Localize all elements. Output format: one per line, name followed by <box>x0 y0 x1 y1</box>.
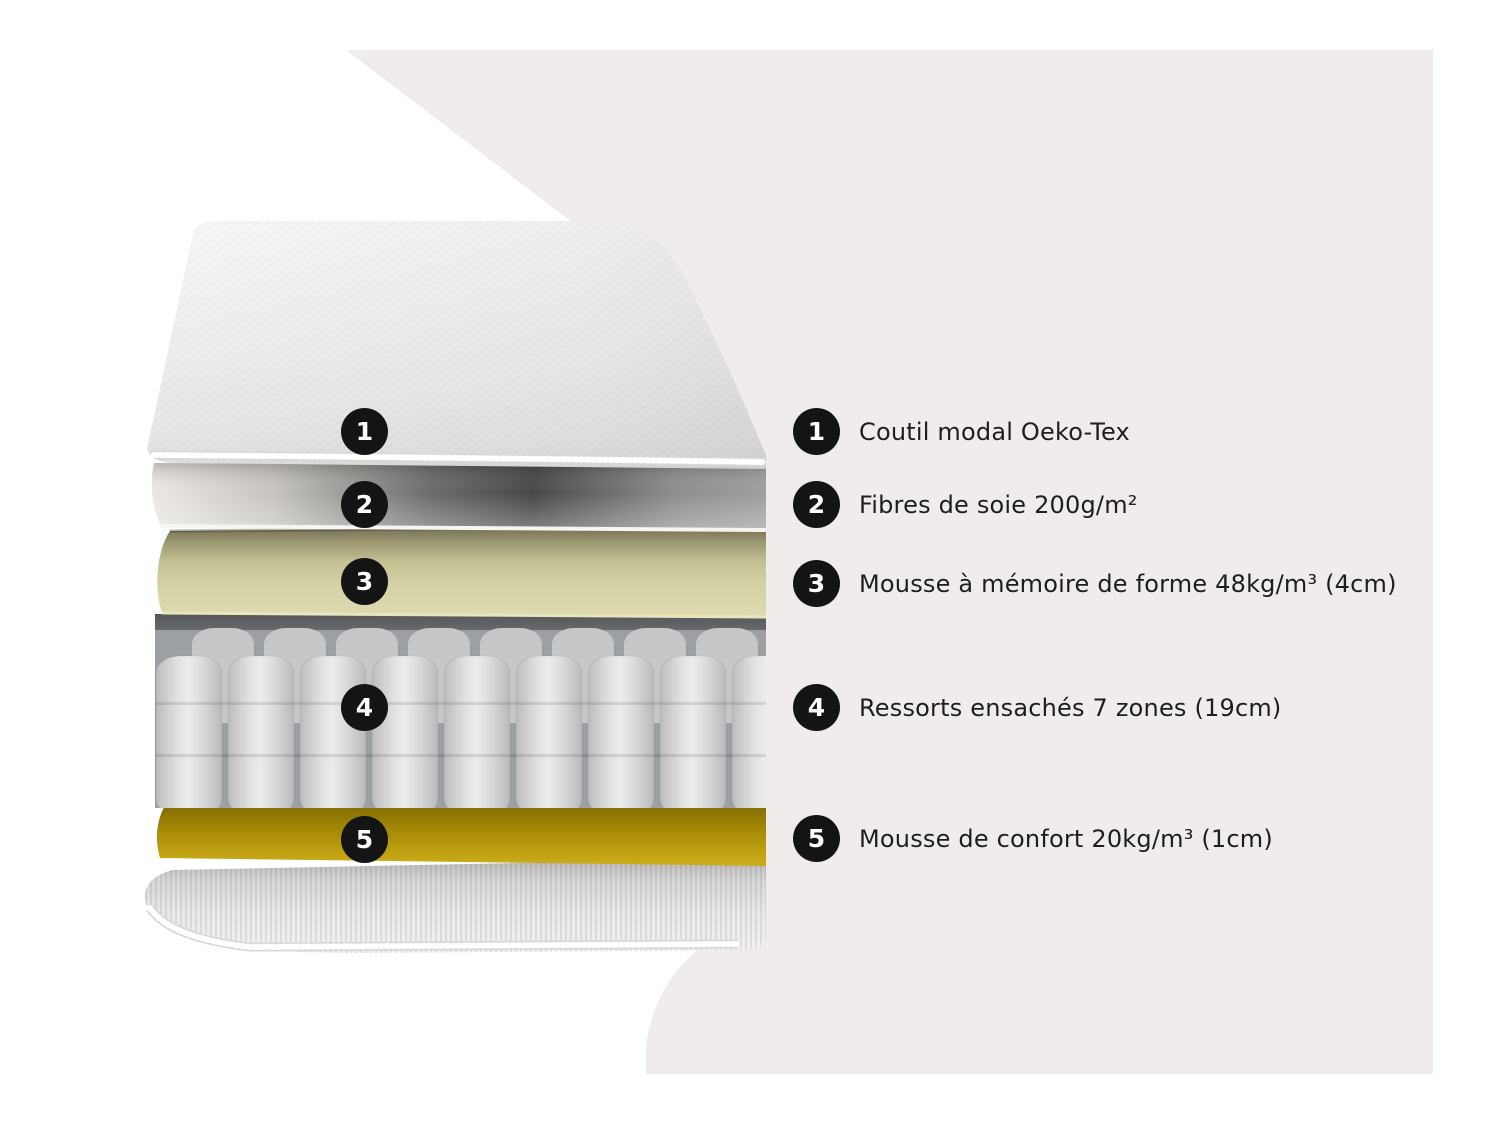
legend-label-5: Mousse de confort 20kg/m³ (1cm) <box>859 824 1273 853</box>
legend-row-4: 4 Ressorts ensachés 7 zones (19cm) <box>793 684 1282 731</box>
legend-row-1: 1 Coutil modal Oeko-Tex <box>793 408 1130 455</box>
legend-badge-3: 3 <box>793 560 840 607</box>
legend-row-5: 5 Mousse de confort 20kg/m³ (1cm) <box>793 815 1273 862</box>
mattress-layers-group <box>144 221 767 953</box>
mattress-badge-4: 4 <box>341 684 388 731</box>
legend-label-3: Mousse à mémoire de forme 48kg/m³ (4cm) <box>859 569 1397 598</box>
mattress-badge-5: 5 <box>341 816 388 863</box>
legend-label-1: Coutil modal Oeko-Tex <box>859 417 1130 446</box>
legend-row-3: 3 Mousse à mémoire de forme 48kg/m³ (4cm… <box>793 560 1397 607</box>
legend-badge-5: 5 <box>793 815 840 862</box>
silk-fiber-layer <box>151 463 767 532</box>
legend-row-2: 2 Fibres de soie 200g/m² <box>793 481 1138 528</box>
springs-layer <box>155 614 766 808</box>
legend-badge-4: 4 <box>793 684 840 731</box>
legend-badge-2: 2 <box>793 481 840 528</box>
legend-badge-1: 1 <box>793 408 840 455</box>
memory-foam-layer <box>157 524 767 619</box>
legend-label-4: Ressorts ensachés 7 zones (19cm) <box>859 693 1282 722</box>
mattress-badge-2: 2 <box>341 481 388 528</box>
legend-label-2: Fibres de soie 200g/m² <box>859 490 1138 519</box>
mattress-badge-3: 3 <box>341 558 388 605</box>
mattress-badge-1: 1 <box>341 408 388 455</box>
base-layer <box>144 858 767 953</box>
cover-layer <box>147 221 767 469</box>
